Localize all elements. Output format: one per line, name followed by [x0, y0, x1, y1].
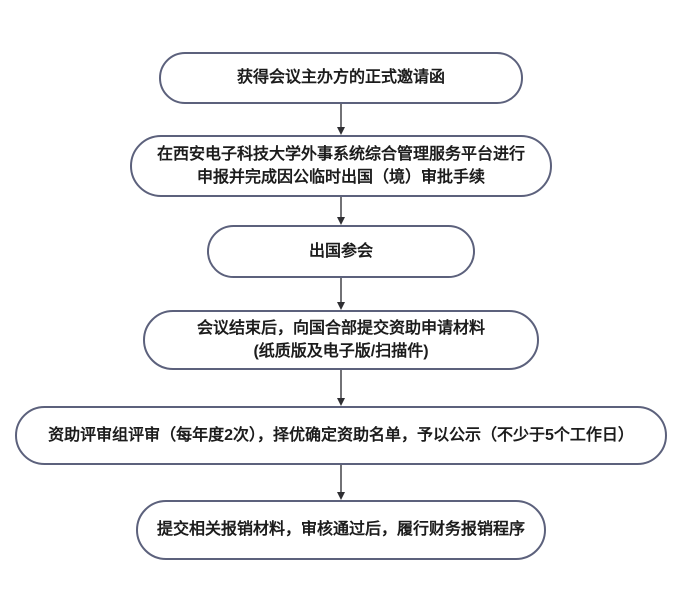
arrow-down-connector-3 [334, 278, 348, 310]
arrow-down-connector-2 [334, 197, 348, 225]
arrow-down-connector-5 [334, 465, 348, 500]
flow-node-invitation: 获得会议主办方的正式邀请函 [159, 52, 523, 104]
arrow-down-connector-1 [334, 104, 348, 135]
flow-node-text: 会议结束后，向国合部提交资助申请材料 [196, 319, 485, 337]
arrow-down-icon [337, 465, 345, 500]
flow-node-text: 出国参会 [308, 242, 373, 260]
flow-node-text: 申报并完成因公临时出国（境）审批手续 [196, 169, 485, 186]
arrow-down-connector-4 [334, 370, 348, 406]
flow-node-text: 在西安电子科技大学外事系统综合管理服务平台进行 [156, 145, 525, 163]
flow-node-text: (纸质版及电子版/扫描件) [253, 343, 429, 360]
arrow-down-icon [337, 197, 345, 225]
flow-node-text: 获得会议主办方的正式邀请函 [236, 69, 445, 87]
flow-node-attend-abroad: 出国参会 [207, 225, 475, 278]
arrow-down-icon [337, 104, 345, 135]
flow-node-submit-application: 会议结束后，向国合部提交资助申请材料 (纸质版及电子版/扫描件) [143, 310, 539, 370]
flow-node-text: 资助评审组评审（每年度2次），择优确定资助名单，予以公示（不少于5个工作日） [48, 426, 634, 444]
flow-node-approval-platform: 在西安电子科技大学外事系统综合管理服务平台进行 申报并完成因公临时出国（境）审批… [130, 135, 552, 197]
flow-node-review-publicity: 资助评审组评审（每年度2次），择优确定资助名单，予以公示（不少于5个工作日） [15, 406, 667, 465]
flow-node-reimbursement: 提交相关报销材料，审核通过后，履行财务报销程序 [136, 500, 546, 560]
arrow-down-icon [337, 278, 345, 310]
flow-node-text: 提交相关报销材料，审核通过后，履行财务报销程序 [156, 521, 525, 539]
arrow-down-icon [337, 370, 345, 406]
